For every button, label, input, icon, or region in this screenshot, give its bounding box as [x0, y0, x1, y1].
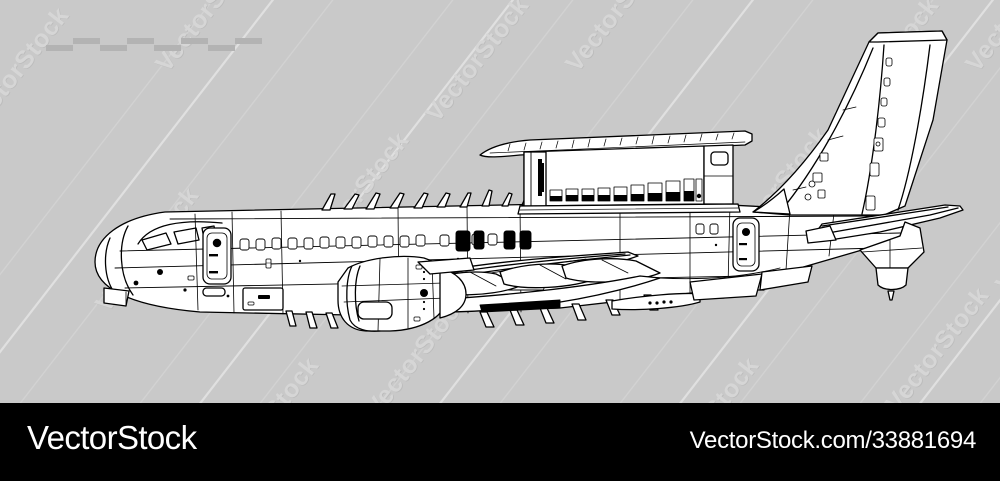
engine-nacelle: [337, 255, 475, 332]
overwing-exits: [455, 230, 532, 252]
rudder: [861, 44, 885, 215]
footer-bar: [0, 403, 1000, 481]
aft-entry-door: [732, 217, 760, 272]
scale-bar-tick: [235, 38, 262, 44]
flap-fairing-3: [561, 258, 661, 283]
scale-bar-tick: [100, 45, 127, 51]
scale-bar-tick: [154, 45, 181, 51]
radar-rear-hatch: [710, 151, 729, 166]
scale-bar-tick: [46, 45, 73, 51]
nacelle-inlet-inner: [354, 265, 361, 322]
stab-root-fairing: [805, 225, 837, 244]
horizontal-stabilizer: [805, 204, 964, 244]
nacelle-access-door: [357, 301, 393, 320]
aft-belly-strake-2: [759, 265, 813, 291]
forward-service-panel: [202, 287, 226, 297]
fin-front-spar: [779, 47, 874, 213]
waterline-crown: [169, 215, 881, 220]
rudder-hinges: [865, 57, 893, 211]
cockpit-window-2: [173, 227, 200, 245]
wing-body-fairing-rear: [659, 267, 781, 280]
apu-tailcone: [859, 221, 925, 301]
stab-leading: [821, 206, 949, 227]
fin-tip-cap: [868, 30, 948, 43]
nacelle-dots: [422, 270, 426, 311]
nose-antenna-fairing: [103, 287, 130, 307]
scale-bar: [46, 38, 264, 51]
apu-drain: [887, 290, 895, 301]
nacelle-inlet-lip: [346, 265, 381, 332]
aircraft-drawing: [94, 30, 964, 332]
vertical-stabilizer: [752, 30, 948, 216]
lower-equipment-bay: [242, 287, 284, 311]
scale-bar-tick: [208, 45, 235, 51]
engine-exhaust-plug: [439, 267, 467, 319]
nose-radome-seam: [120, 225, 134, 296]
elevator-hinge: [827, 207, 959, 234]
aft-belly-strake: [689, 273, 763, 301]
engine-pylon: [417, 257, 475, 275]
vectorstock-url[interactable]: VectorStock.com/33881694: [689, 427, 977, 454]
ventral-fairing-pod: [611, 292, 701, 311]
forward-entry-door: [202, 227, 232, 285]
scale-bar-tick: [181, 38, 208, 44]
cockpit-window-1: [141, 232, 172, 251]
belly-keel-panel: [479, 299, 561, 313]
scale-bar-tick: [127, 38, 154, 44]
vectorstock-logo[interactable]: VectorStock: [27, 419, 197, 456]
fin-panels: [792, 106, 857, 201]
fuselage-panels: [133, 243, 718, 298]
scale-bar-tick: [73, 38, 100, 44]
rudder-trailing: [897, 44, 931, 211]
apu-exhaust: [875, 267, 909, 291]
nose-tip-seam: [104, 237, 115, 293]
dorsal-fin-fillet: [752, 188, 791, 215]
cockpit-window-frame: [137, 221, 223, 245]
mesa-radar-antenna: [479, 130, 753, 215]
radar-array-panels: [549, 178, 703, 202]
